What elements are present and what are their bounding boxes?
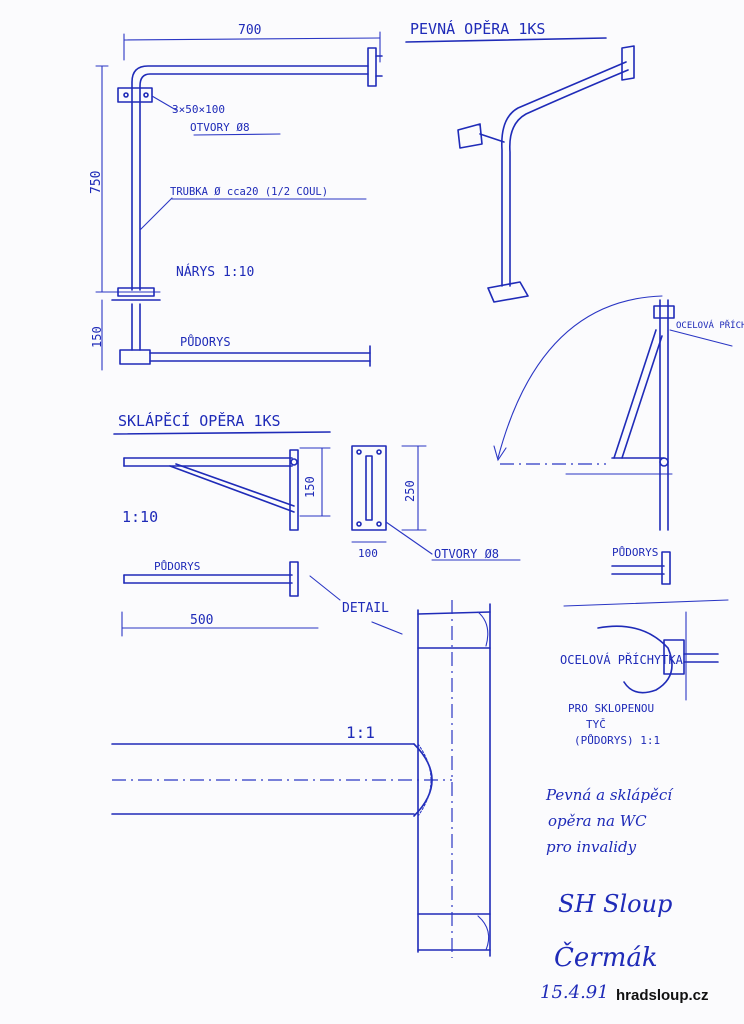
- detail-label: DETAIL: [342, 601, 389, 616]
- elevation-label: NÁRYS 1:10: [176, 264, 254, 280]
- holes-note: OTVORY Ø8: [434, 547, 499, 561]
- plan-label: PŮDORYS: [180, 334, 231, 349]
- handwritten-notes: Pevná a sklápěcí opěra na WC pro invalid…: [540, 786, 674, 1003]
- dim-100: 100: [358, 547, 378, 560]
- dim-700: 700: [238, 23, 261, 38]
- steel-bracket-label: OCELOVÁ PŘÍCHYTKA: [676, 319, 744, 331]
- date: 15.4.91: [540, 982, 609, 1003]
- folding-title: SKLÁPĚCÍ OPĚRA 1KS: [118, 411, 281, 430]
- fixed-support-isometric: PEVNÁ OPĚRA 1KS: [405, 19, 635, 303]
- tube-note: TRUBKA Ø cca20 (1/2 COUL): [170, 186, 328, 198]
- side-plan-label: PŮDORYS: [612, 546, 658, 559]
- clip-note-3: (PŮDORYS) 1:1: [574, 734, 660, 747]
- watermark: hradsloup.cz: [616, 987, 709, 1004]
- detail-1-1: 1:1: [111, 600, 491, 958]
- folding-side-view: OCELOVÁ PŘÍCHYTKA PŮDORYS: [493, 295, 744, 585]
- dim-250: 250: [403, 480, 417, 502]
- note-line-1: Pevná a sklápěcí: [545, 786, 674, 804]
- fixed-title: PEVNÁ OPĚRA 1KS: [410, 19, 545, 38]
- clip-note-2: TYČ: [586, 718, 606, 731]
- dim-150: 150: [90, 326, 104, 348]
- folding-support: SKLÁPĚCÍ OPĚRA 1KS 150 1:10 250 100 OTVO…: [113, 411, 521, 637]
- detail-scale: 1:1: [346, 723, 375, 742]
- dim-500: 500: [190, 613, 213, 628]
- clip-detail: OCELOVÁ PŘÍCHYTKA PRO SKLOPENOU TYČ (PŮD…: [560, 599, 729, 747]
- dim-150b: 150: [303, 476, 317, 498]
- signature-2: Čermák: [554, 941, 658, 973]
- plate-note-2: OTVORY Ø8: [190, 121, 250, 134]
- clip-label: OCELOVÁ PŘÍCHYTKA: [560, 652, 684, 667]
- note-line-2: opěra na WC: [548, 812, 647, 830]
- folding-plan-label: PŮDORYS: [154, 560, 200, 573]
- fixed-support-elevation: 700 750 150 3×50×100 OTVORY Ø8: [89, 23, 383, 371]
- clip-note-1: PRO SKLOPENOU: [568, 702, 654, 715]
- note-line-3: pro invalidy: [546, 838, 637, 856]
- plate-note-1: 3×50×100: [172, 103, 225, 116]
- signature-1: SH Sloup: [558, 890, 672, 918]
- folding-scale: 1:10: [122, 508, 158, 526]
- dim-750: 750: [89, 171, 104, 194]
